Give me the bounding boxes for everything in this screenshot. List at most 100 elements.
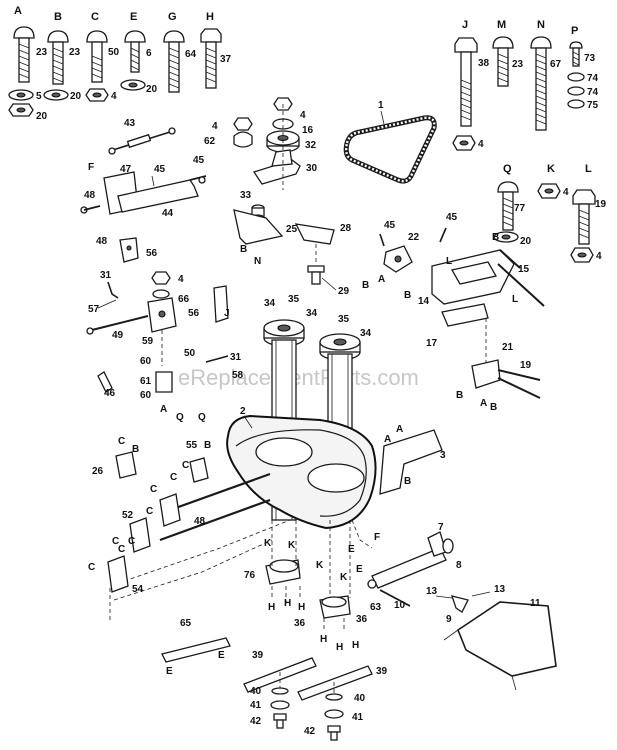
label-45-c: 45	[384, 220, 396, 231]
label-45-d: 45	[446, 212, 458, 223]
label-3: 3	[440, 450, 446, 461]
label-25: 25	[286, 224, 298, 235]
hdr-B: B	[54, 11, 62, 23]
hdr-N: N	[537, 19, 545, 31]
pivot-22	[383, 245, 413, 273]
watermark: eReplacementParts.com	[178, 365, 419, 390]
callout-K-2: K	[288, 540, 296, 551]
discharge-chute-11	[443, 601, 557, 691]
hanger-52	[129, 517, 151, 553]
label-28: 28	[340, 223, 352, 234]
bracket-56-lower	[213, 285, 229, 323]
bolt-J	[454, 37, 478, 127]
callout-L-a: L	[446, 256, 452, 267]
callout-B-3a: A	[384, 434, 391, 445]
label-20-q: 20	[520, 236, 532, 247]
label-41-b: 41	[352, 712, 364, 723]
callout-H-3: H	[298, 602, 305, 613]
label-74-a: 74	[587, 73, 599, 84]
callout-C-55: B	[204, 440, 211, 451]
callout-B-3b: B	[404, 476, 411, 487]
label-36-a: 36	[294, 618, 306, 629]
callout-K-1: K	[264, 538, 272, 549]
label-7: 7	[438, 522, 444, 533]
bolt-G	[163, 30, 185, 93]
idler-arm-30	[252, 149, 301, 185]
label-35-b: 35	[338, 314, 350, 325]
hdr-E: E	[130, 11, 137, 23]
washer-40-a	[271, 687, 289, 695]
label-38: 38	[478, 58, 490, 69]
callout-C-48b: C	[170, 472, 177, 483]
label-21: 21	[502, 342, 514, 353]
label-63: 63	[370, 602, 382, 613]
label-58: 58	[232, 370, 244, 381]
label-4-c: 4	[111, 91, 117, 102]
label-34-a: 34	[264, 298, 276, 309]
front-axle-10	[371, 547, 447, 607]
bolt-M	[492, 36, 514, 87]
cable	[108, 127, 176, 155]
washer-P2	[567, 86, 585, 96]
callout-K-3: K	[316, 560, 324, 571]
label-9: 9	[446, 614, 452, 625]
label-47: 47	[120, 164, 132, 175]
spindle-housing-76	[265, 559, 301, 585]
label-16: 16	[302, 125, 314, 136]
callout-B-22b: B	[404, 290, 411, 301]
callout-H-6: H	[352, 640, 359, 651]
label-41-a: 41	[250, 700, 262, 711]
bolt-L	[572, 189, 596, 245]
hanger-54	[107, 555, 129, 593]
label-55: 55	[186, 440, 198, 451]
label-42-a: 42	[250, 716, 262, 727]
label-44: 44	[162, 208, 174, 219]
label-15: 15	[518, 264, 530, 275]
label-45-b: 45	[193, 155, 205, 166]
label-31-b: 31	[230, 352, 242, 363]
label-20-a: 20	[36, 111, 48, 122]
label-75: 75	[587, 100, 599, 111]
pivot-block-59	[147, 297, 177, 333]
washer-P1	[567, 72, 585, 82]
label-36-b: 36	[356, 614, 368, 625]
callout-Q-b: Q	[198, 412, 206, 423]
label-77: 77	[514, 203, 526, 214]
pin-46	[97, 371, 113, 393]
callout-C-52b: C	[146, 506, 153, 517]
label-31-a: 31	[100, 270, 112, 281]
hdr-C: C	[91, 11, 99, 23]
callout-E-65a: E	[166, 666, 173, 677]
bolt-P	[569, 41, 583, 67]
callout-Q-a: Q	[176, 412, 184, 423]
label-35-a: 35	[288, 294, 300, 305]
callout-L-b: L	[512, 294, 518, 305]
bracket-56-upper	[119, 237, 139, 263]
label-4-l: 4	[596, 251, 602, 262]
label-17: 17	[426, 338, 438, 349]
label-56-a: 56	[146, 248, 158, 259]
label-64: 64	[185, 49, 197, 60]
label-1: 1	[378, 100, 384, 111]
label-2: 2	[240, 406, 246, 417]
lift-bracket-14	[431, 249, 545, 307]
label-23-a: 23	[36, 47, 48, 58]
callout-C-55b: C	[182, 460, 189, 471]
label-67: 67	[550, 59, 562, 70]
hdr-P: P	[571, 25, 578, 37]
callout-B-26b: B	[132, 444, 139, 455]
washer-41-b	[324, 709, 344, 719]
callout-B-21a: B	[456, 390, 463, 401]
baffle-65	[161, 637, 231, 663]
bracket-3	[379, 429, 443, 495]
label-4-a: 4	[212, 121, 218, 132]
label-23-b: 23	[69, 47, 81, 58]
clip-9	[451, 595, 469, 613]
callout-E-axle-b: E	[356, 564, 363, 575]
hdr-Q: Q	[503, 163, 512, 175]
bracket-26	[115, 451, 137, 479]
washer-40-b	[325, 693, 343, 701]
bracket-25	[233, 209, 284, 245]
label-33: 33	[240, 190, 252, 201]
bolt-C	[86, 30, 108, 83]
